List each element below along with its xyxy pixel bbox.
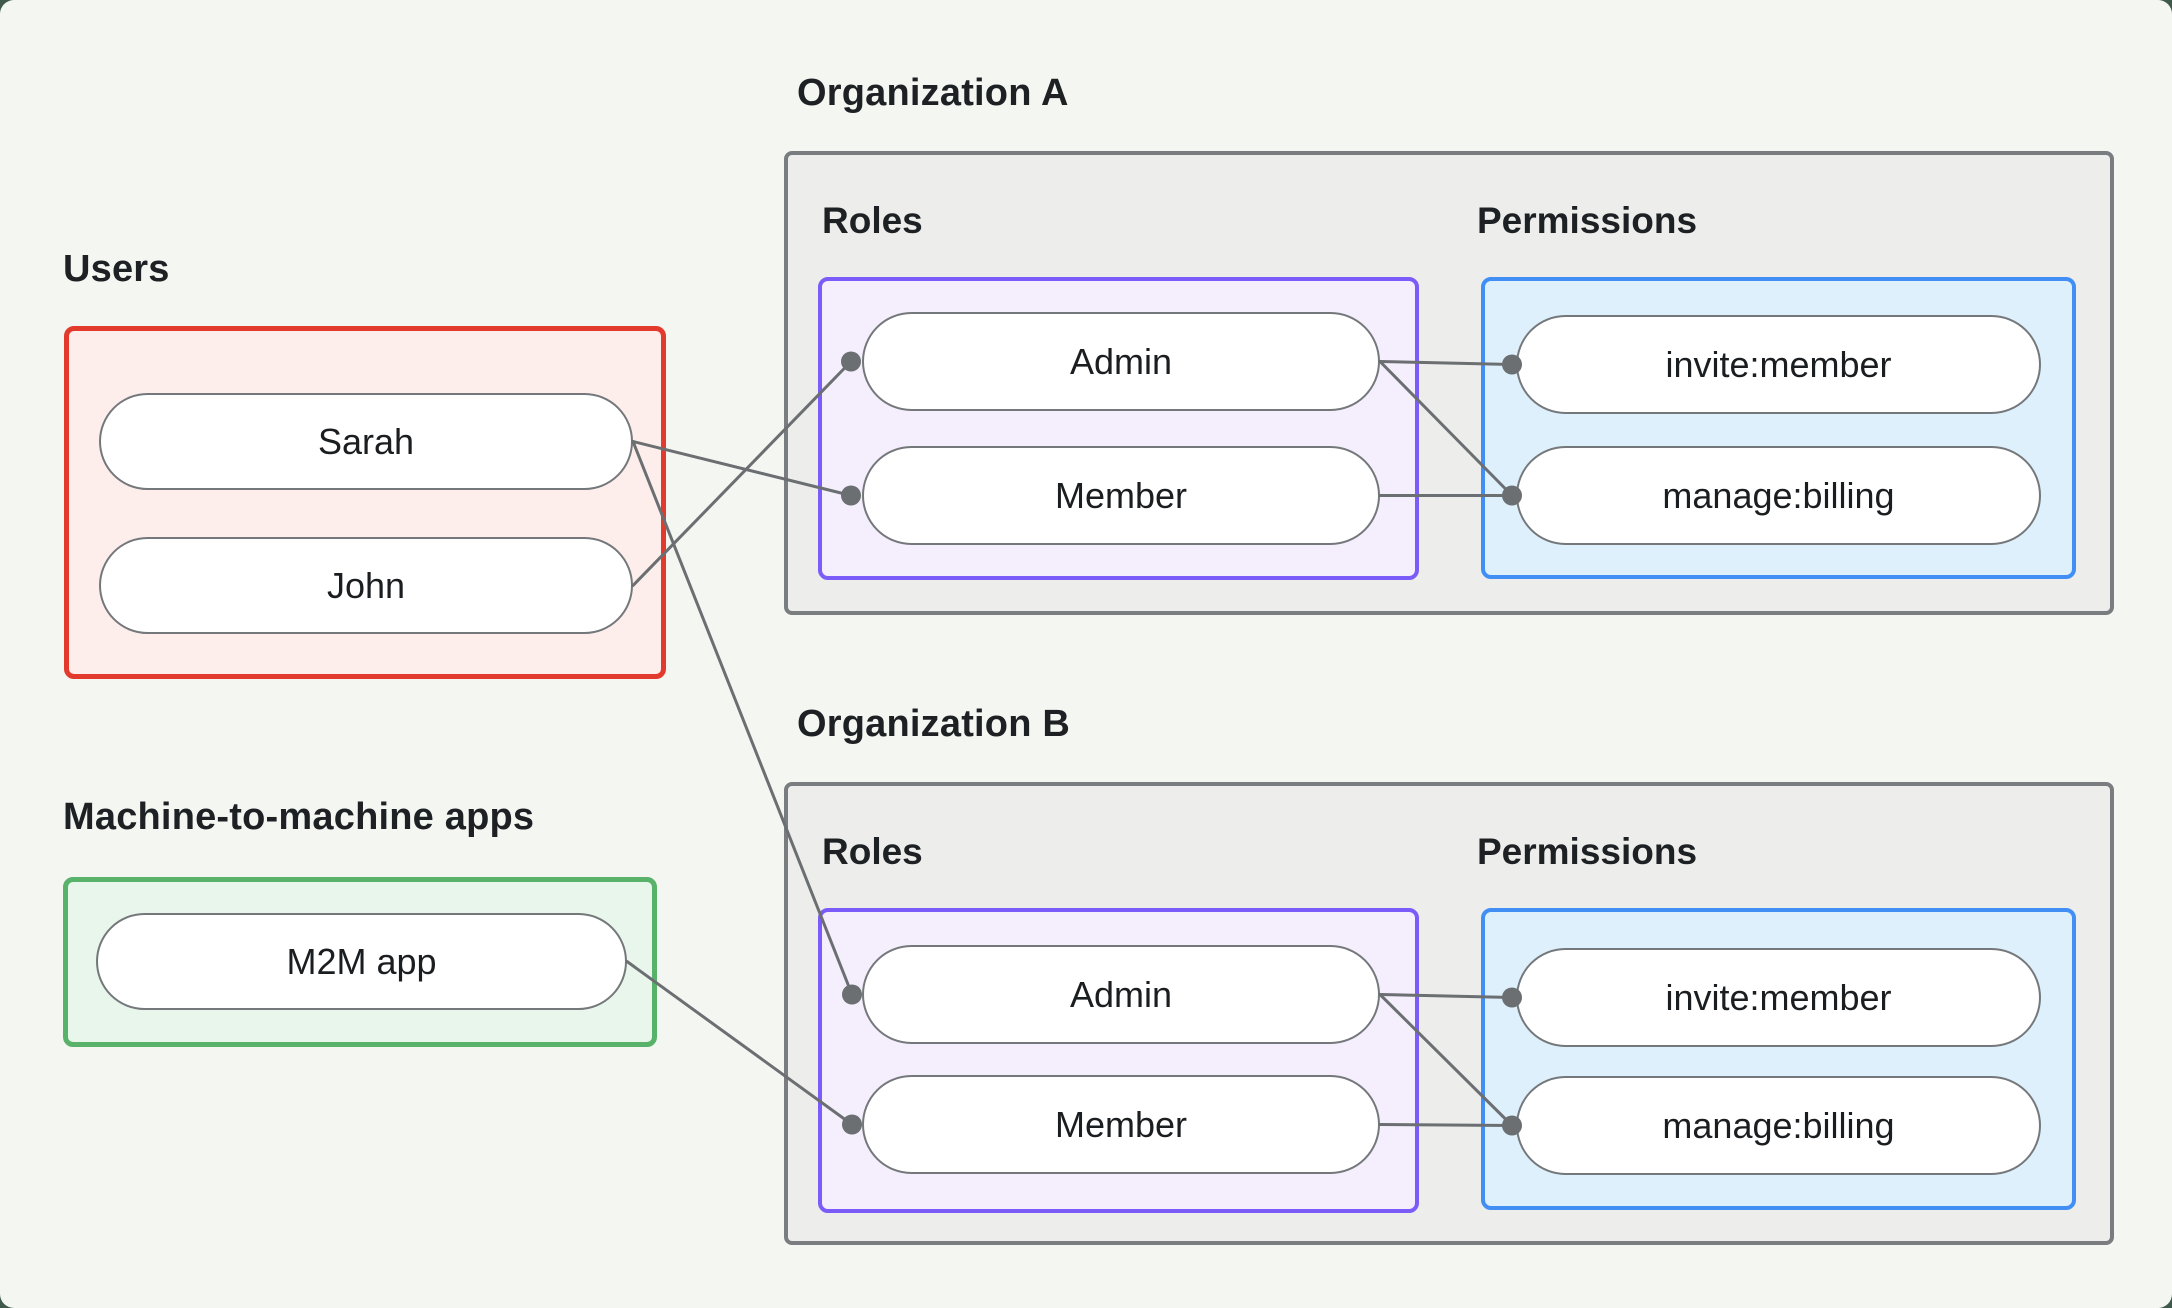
- org-a-permission-pill-invite-member: invite:member: [1516, 315, 2041, 414]
- org-b-permission-pill-invite-member: invite:member: [1516, 948, 2041, 1047]
- org-b-permission-pill-manage-billing: manage:billing: [1516, 1076, 2041, 1175]
- org-a-title: Organization A: [797, 72, 1069, 114]
- org-a-permissions-label: Permissions: [1477, 200, 1698, 241]
- user-pill-sarah: Sarah: [99, 393, 633, 490]
- org-b-permissions-label: Permissions: [1477, 831, 1698, 872]
- org-b-role-pill-member: Member: [862, 1075, 1380, 1174]
- users-group-label: Users: [63, 248, 170, 290]
- org-b-role-pill-admin: Admin: [862, 945, 1380, 1044]
- org-a-role-pill-admin: Admin: [862, 312, 1380, 411]
- user-pill-john: John: [99, 537, 633, 634]
- org-b-roles-label: Roles: [822, 831, 923, 872]
- org-a-roles-label: Roles: [822, 200, 923, 241]
- org-a-permission-pill-manage-billing: manage:billing: [1516, 446, 2041, 545]
- m2m-app-pill: M2M app: [96, 913, 627, 1010]
- org-b-title: Organization B: [797, 703, 1071, 745]
- m2m-group-label: Machine-to-machine apps: [63, 796, 535, 838]
- org-a-role-pill-member: Member: [862, 446, 1380, 545]
